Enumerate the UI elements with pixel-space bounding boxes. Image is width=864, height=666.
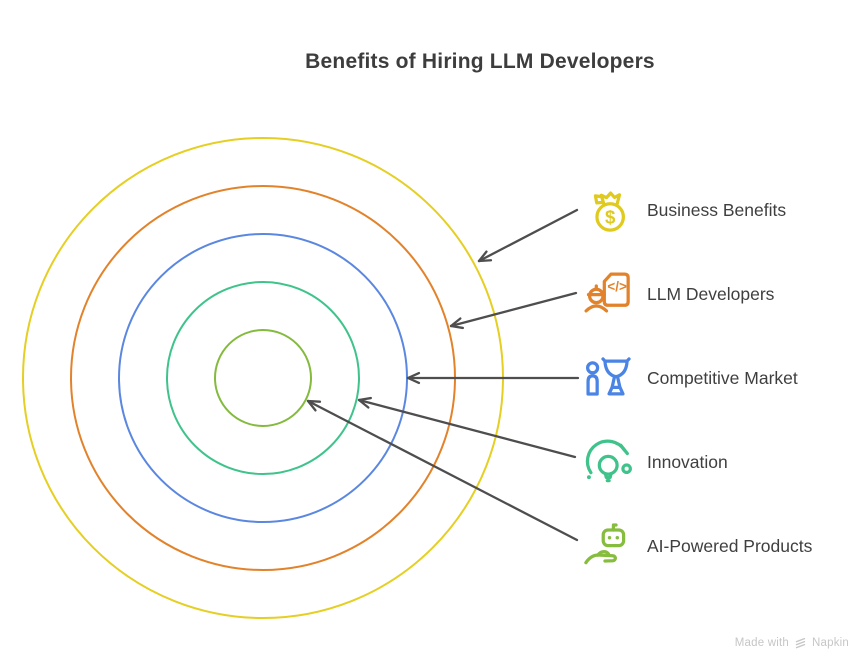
arrow-to-business-benefits xyxy=(477,208,579,263)
svg-text:</>: </> xyxy=(607,279,627,294)
arrow-to-competitive-market xyxy=(406,371,580,385)
page-title: Benefits of Hiring LLM Developers xyxy=(305,50,655,73)
arrow-to-innovation xyxy=(357,396,577,459)
ring-llm-developers xyxy=(70,185,456,571)
legend-item-llm-developers: </> LLM Developers xyxy=(582,266,774,322)
legend-label: AI-Powered Products xyxy=(647,535,813,556)
ring-ai-powered-products xyxy=(214,329,312,427)
legend-item-competitive-market: Competitive Market xyxy=(582,350,798,406)
napkin-logo-icon xyxy=(795,637,806,649)
legend-label: Competitive Market xyxy=(647,367,798,388)
money-bag-icon: $ xyxy=(582,184,634,236)
svg-text:$: $ xyxy=(605,206,616,227)
ring-innovation xyxy=(166,281,360,475)
lightbulb-cycle-icon xyxy=(582,436,634,488)
napkin-watermark: Made with Napkin xyxy=(735,636,849,649)
arrow-to-ai-powered-products xyxy=(306,399,579,542)
legend-item-ai-powered-products: AI-Powered Products xyxy=(582,518,812,574)
arrow-to-llm-developers xyxy=(449,291,578,330)
engineer-code-document-icon: </> xyxy=(582,268,634,320)
ring-competitive-market xyxy=(118,233,408,523)
person-trophy-icon xyxy=(582,352,634,404)
legend-item-innovation: Innovation xyxy=(582,434,728,490)
legend-label: Innovation xyxy=(647,451,728,472)
watermark-made-with: Made with xyxy=(734,636,789,649)
hand-holding-robot-icon xyxy=(582,520,634,572)
legend-item-business-benefits: $ Business Benefits xyxy=(582,182,786,238)
watermark-brand: Napkin xyxy=(812,636,849,649)
legend-label: LLM Developers xyxy=(647,283,775,304)
legend-label: Business Benefits xyxy=(647,199,787,220)
